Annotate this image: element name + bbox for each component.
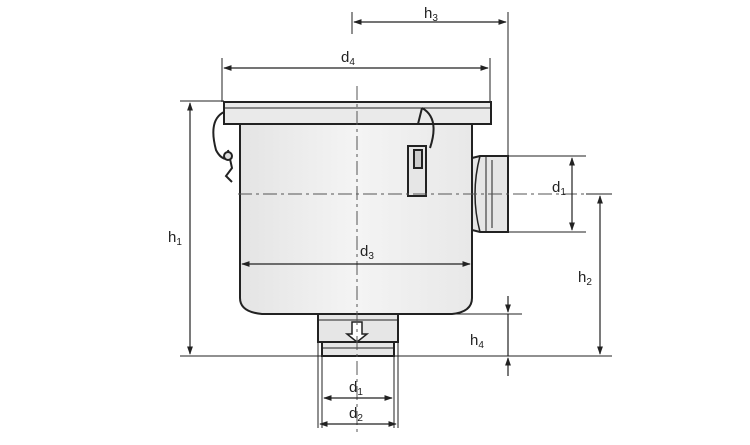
- label-d4: d4: [341, 49, 355, 68]
- label-h4: h4: [470, 332, 484, 351]
- label-d1-bottom: d1: [349, 379, 363, 398]
- center-lines: [238, 86, 608, 432]
- label-h2: h2: [578, 269, 592, 288]
- housing-bowl: [239, 123, 473, 315]
- dimension-labels: h3 d4 h1 d1 d3 h2 h4 d1 d2: [168, 5, 592, 424]
- label-d1-outlet: d1: [552, 179, 566, 198]
- label-d3: d3: [360, 243, 374, 262]
- label-h1: h1: [168, 229, 182, 248]
- right-clamp: [407, 107, 435, 197]
- label-d2: d2: [349, 405, 363, 424]
- bottom-drain: [317, 313, 399, 357]
- left-clamp: [212, 111, 234, 183]
- label-h3: h3: [424, 5, 438, 24]
- extension-lines: [180, 12, 612, 428]
- filter-housing: [223, 101, 492, 315]
- dimension-lines: [187, 19, 603, 427]
